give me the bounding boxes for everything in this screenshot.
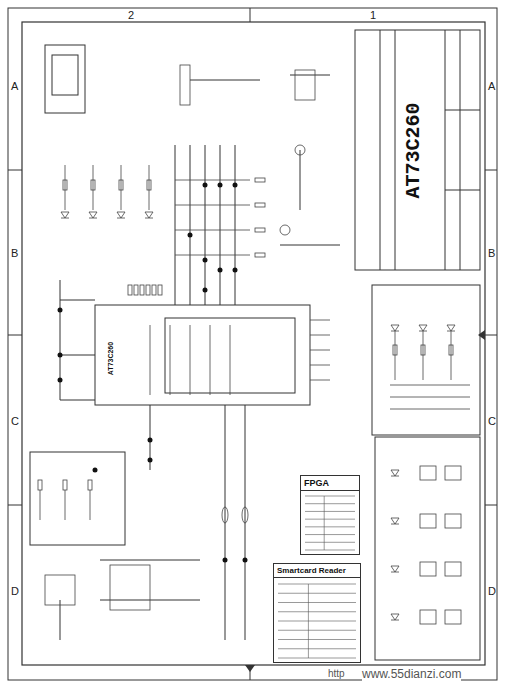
grid-reference: 2 bbox=[128, 9, 134, 21]
node-text: Smartcard Reader bbox=[274, 564, 360, 578]
title-block: AT73C260 bbox=[380, 30, 445, 270]
grid-reference: 1 bbox=[370, 9, 376, 21]
node-text: AT73C260 bbox=[108, 341, 115, 374]
chip-box: AT73C260 bbox=[100, 318, 122, 398]
watermark: http bbox=[328, 668, 345, 679]
grid-reference: A bbox=[11, 80, 18, 92]
grid-reference: D bbox=[488, 585, 496, 597]
table-grid bbox=[274, 564, 360, 662]
grid-reference: B bbox=[11, 247, 18, 259]
node-text: AT73C260 bbox=[401, 102, 424, 198]
grid-reference: C bbox=[488, 415, 496, 427]
reader-table: Smartcard Reader bbox=[273, 563, 361, 663]
grid-reference: C bbox=[11, 415, 19, 427]
grid-reference: B bbox=[488, 247, 495, 259]
grid-reference: D bbox=[11, 585, 19, 597]
grid-reference: A bbox=[488, 80, 495, 92]
node-text: FPGA bbox=[301, 476, 359, 491]
fpga-table: FPGA bbox=[300, 475, 360, 555]
watermark: www.55dianzi.com bbox=[362, 667, 461, 681]
